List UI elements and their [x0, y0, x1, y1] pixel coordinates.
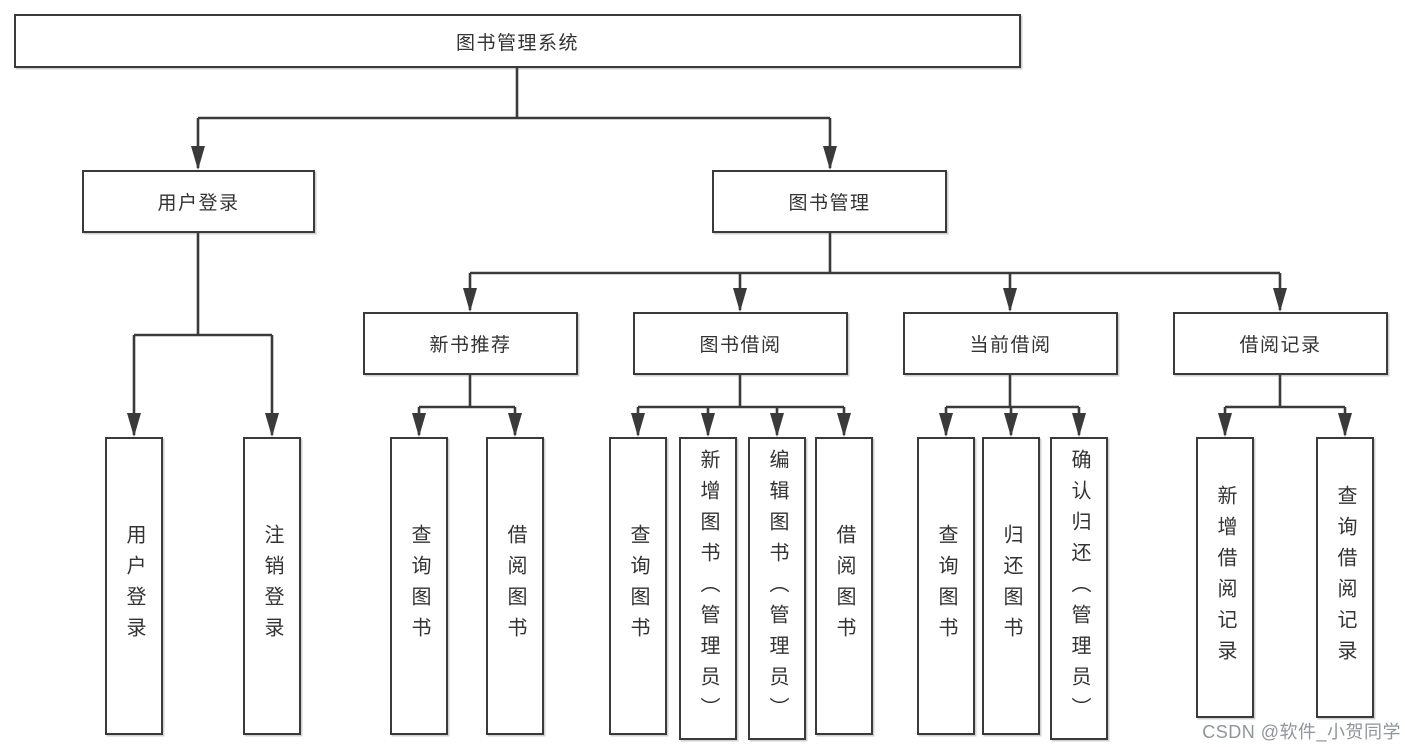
node-user-login: 用户登录: [82, 170, 315, 233]
connector-recommend-to-leaves: [412, 375, 522, 437]
arrowhead: [733, 288, 747, 312]
arrowhead: [1218, 413, 1232, 437]
leaf-query-books-current: 查询图书: [917, 437, 975, 735]
leaf-query-books-recommend-label: 查询图书: [408, 524, 430, 648]
leaf-borrow-books-borrow-label: 借阅图书: [833, 524, 855, 648]
leaf-logout-label: 注销登录: [261, 524, 283, 648]
leaf-borrow-books-recommend: 借阅图书: [486, 437, 544, 735]
node-book-mgmt: 图书管理: [712, 170, 947, 233]
arrowhead: [701, 413, 715, 437]
connector-current-to-leaves: [939, 375, 1086, 437]
node-root-label: 图书管理系统: [455, 32, 579, 54]
leaf-add-borrow-record: 新增借阅记录: [1196, 437, 1254, 718]
leaf-edit-book-admin-label: 编辑图书（管理员）: [766, 449, 788, 728]
node-book-borrow: 图书借阅: [633, 312, 848, 375]
node-new-book-recommend-label: 新书推荐: [429, 335, 512, 356]
arrowhead: [1072, 413, 1086, 437]
leaf-add-borrow-record-label: 新增借阅记录: [1214, 484, 1236, 671]
leaf-user-login: 用户登录: [105, 437, 163, 735]
leaf-query-borrow-record-label: 查询借阅记录: [1334, 484, 1356, 671]
node-book-mgmt-label: 图书管理: [788, 193, 871, 214]
leaf-logout: 注销登录: [243, 437, 301, 735]
arrowhead: [127, 413, 141, 437]
connector-root-to-level2: [191, 68, 837, 170]
leaf-user-login-label: 用户登录: [123, 524, 145, 648]
arrowhead: [191, 146, 205, 170]
connector-book-mgmt-to-level3: [463, 233, 1287, 312]
node-new-book-recommend: 新书推荐: [363, 312, 578, 375]
leaf-confirm-return-admin-label: 确认归还（管理员）: [1068, 449, 1090, 728]
arrowhead: [1003, 288, 1017, 312]
arrowhead: [463, 288, 477, 312]
arrowhead: [631, 413, 645, 437]
connector-borrow-to-leaves: [631, 375, 851, 437]
watermark: CSDN @软件_小贺同学: [1202, 722, 1401, 742]
leaf-query-books-recommend: 查询图书: [390, 437, 448, 735]
connector-records-to-leaves: [1218, 375, 1352, 437]
arrowhead: [412, 413, 426, 437]
node-current-borrow-label: 当前借阅: [969, 335, 1052, 356]
leaf-confirm-return-admin: 确认归还（管理员）: [1050, 437, 1108, 740]
leaf-query-books-borrow-label: 查询图书: [627, 524, 649, 648]
leaf-return-book: 归还图书: [982, 437, 1040, 735]
leaf-return-book-label: 归还图书: [1000, 524, 1022, 648]
leaf-borrow-books-recommend-label: 借阅图书: [504, 524, 526, 648]
arrowhead: [823, 146, 837, 170]
leaf-query-borrow-record: 查询借阅记录: [1316, 437, 1374, 718]
arrowhead: [1338, 413, 1352, 437]
arrowhead: [1004, 413, 1018, 437]
arrowhead: [837, 413, 851, 437]
node-root: 图书管理系统: [14, 14, 1021, 68]
leaf-edit-book-admin: 编辑图书（管理员）: [748, 437, 806, 740]
node-current-borrow: 当前借阅: [903, 312, 1118, 375]
node-borrow-records-label: 借阅记录: [1239, 335, 1322, 356]
leaf-add-book-admin: 新增图书（管理员）: [679, 437, 737, 740]
arrowhead: [1273, 288, 1287, 312]
leaf-add-book-admin-label: 新增图书（管理员）: [697, 449, 719, 728]
arrowhead: [939, 413, 953, 437]
arrowhead: [770, 413, 784, 437]
leaf-borrow-books-borrow: 借阅图书: [815, 437, 873, 735]
connector-user-login-to-leaves: [127, 233, 279, 437]
leaf-query-books-borrow: 查询图书: [609, 437, 667, 735]
node-borrow-records: 借阅记录: [1173, 312, 1388, 375]
arrowhead: [508, 413, 522, 437]
leaf-query-books-current-label: 查询图书: [935, 524, 957, 648]
node-user-login-label: 用户登录: [157, 193, 240, 214]
arrowhead: [265, 413, 279, 437]
node-book-borrow-label: 图书借阅: [699, 335, 782, 356]
